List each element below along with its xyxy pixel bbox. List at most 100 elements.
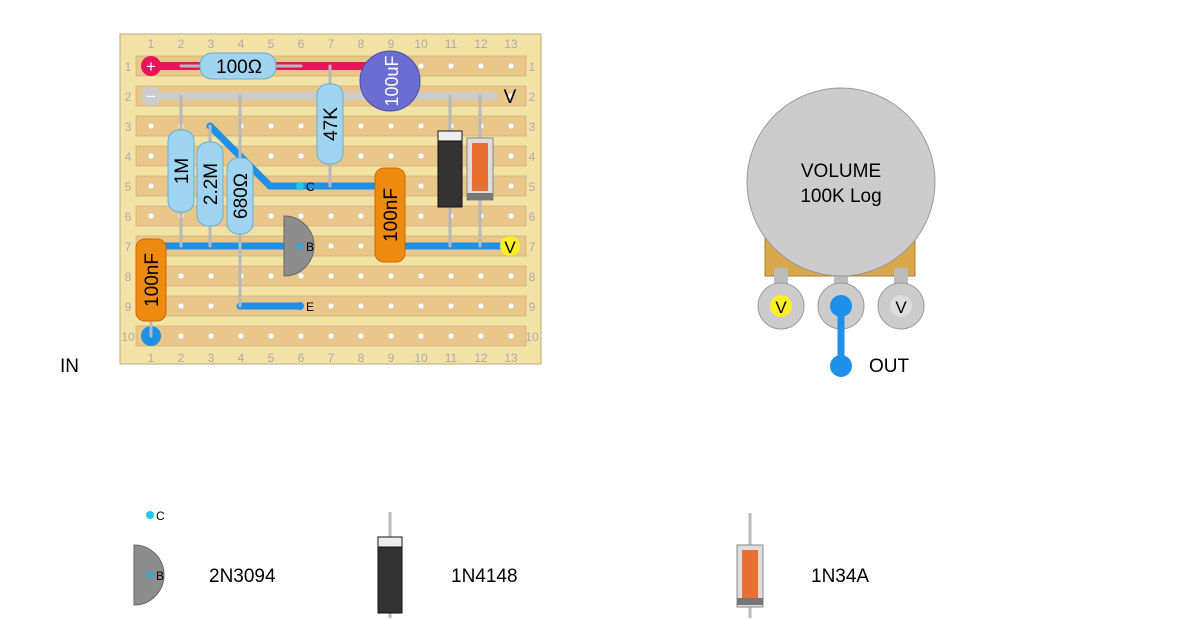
- pot-knob: [746, 87, 936, 277]
- legend-base-pin: [146, 571, 154, 579]
- board-hole: [357, 242, 365, 250]
- parts-legend: CB: [133, 509, 764, 618]
- column-number-top: 2: [178, 37, 185, 51]
- column-number-top: 13: [504, 37, 518, 51]
- column-number-bottom: 9: [388, 351, 395, 365]
- board-hole: [357, 152, 365, 160]
- board-hole: [297, 332, 305, 340]
- column-number-top: 3: [208, 37, 215, 51]
- diode-1n34a-band: [467, 193, 493, 200]
- pot-pin-right-pad: [890, 295, 912, 317]
- board-hole: [417, 152, 425, 160]
- legend-diode1-name: 1N4148: [451, 566, 518, 587]
- board-hole: [387, 122, 395, 130]
- board-hole: [417, 182, 425, 190]
- board-hole: [507, 62, 515, 70]
- column-number-bottom: 4: [238, 351, 245, 365]
- row-number-right: 3: [529, 120, 536, 134]
- row-number-right: 1: [529, 60, 536, 74]
- column-number-bottom: 1: [148, 351, 155, 365]
- row-number-right: 5: [529, 180, 536, 194]
- row-number-right: 4: [529, 150, 536, 164]
- board-hole: [417, 122, 425, 130]
- board-hole: [327, 242, 335, 250]
- board-hole: [417, 272, 425, 280]
- board-hole: [507, 122, 515, 130]
- board-hole: [417, 62, 425, 70]
- board-hole: [297, 122, 305, 130]
- r-47k-label: 47K: [321, 107, 342, 141]
- board-hole: [477, 272, 485, 280]
- column-number-top: 8: [358, 37, 365, 51]
- row-number-right: 2: [529, 90, 536, 104]
- board-hole: [507, 152, 515, 160]
- legend-diode2-band: [737, 598, 763, 605]
- row-number-left: 9: [125, 300, 132, 314]
- cap-100uf-body: [359, 50, 421, 112]
- column-number-bottom: 5: [268, 351, 275, 365]
- output-terminal: [830, 355, 852, 377]
- r-1m-body: [167, 129, 195, 213]
- base-pin: [296, 242, 304, 250]
- input-label: IN: [60, 356, 79, 377]
- board-hole: [297, 212, 305, 220]
- board-hole: [387, 152, 395, 160]
- board-hole: [507, 92, 515, 100]
- board-hole: [357, 332, 365, 340]
- board-hole: [267, 332, 275, 340]
- board-hole: [237, 332, 245, 340]
- board-hole: [207, 302, 215, 310]
- board-hole: [477, 62, 485, 70]
- legend-collector-marker: C: [156, 509, 165, 523]
- board-hole: [387, 332, 395, 340]
- pot-value: 100K Log: [800, 186, 881, 207]
- cap-100uf-label: 100uF: [382, 55, 402, 106]
- ground-v-marker: V: [504, 87, 517, 108]
- column-number-top: 9: [388, 37, 395, 51]
- board-hole: [447, 332, 455, 340]
- r-680-label: 680Ω: [231, 173, 252, 219]
- board-hole: [267, 152, 275, 160]
- board-hole: [177, 332, 185, 340]
- board-hole: [147, 182, 155, 190]
- board-hole: [327, 212, 335, 220]
- column-number-bottom: 2: [178, 351, 185, 365]
- board-hole: [147, 212, 155, 220]
- pot-name: VOLUME: [801, 161, 881, 182]
- row-number-left: 8: [125, 270, 132, 284]
- board-hole: [507, 302, 515, 310]
- board-hole: [387, 302, 395, 310]
- board-hole: [417, 332, 425, 340]
- legend-collector-pin: [146, 511, 154, 519]
- legend-base-marker: B: [156, 569, 164, 583]
- r-100ohm-label: 100Ω: [216, 57, 262, 78]
- column-number-top: 1: [148, 37, 155, 51]
- column-number-bottom: 11: [445, 351, 458, 365]
- r-2m2-body: [196, 141, 224, 227]
- board-hole: [147, 122, 155, 130]
- emitter-pin: [296, 302, 304, 310]
- board-hole: [207, 272, 215, 280]
- board-hole: [417, 212, 425, 220]
- row-number-right: 9: [529, 300, 536, 314]
- board-hole: [297, 152, 305, 160]
- row-number-left: 10: [121, 330, 135, 344]
- collector-marker: C: [306, 180, 315, 194]
- r-47k-body: [316, 83, 344, 165]
- row-number-left: 3: [125, 120, 132, 134]
- base-marker: B: [306, 240, 314, 254]
- column-number-top: 6: [298, 37, 305, 51]
- board-hole: [357, 212, 365, 220]
- row-number-left: 2: [125, 90, 132, 104]
- pot-pin-wiper-pad: [830, 295, 852, 317]
- column-number-bottom: 3: [208, 351, 215, 365]
- column-number-top: 12: [474, 37, 488, 51]
- cap-100nf-output-label: 100nF: [381, 188, 402, 242]
- r-680-body: [226, 157, 254, 235]
- board-hole: [387, 272, 395, 280]
- column-number-bottom: 7: [328, 351, 335, 365]
- row-number-right: 10: [525, 330, 539, 344]
- pot-pin-left-label: V: [775, 298, 787, 317]
